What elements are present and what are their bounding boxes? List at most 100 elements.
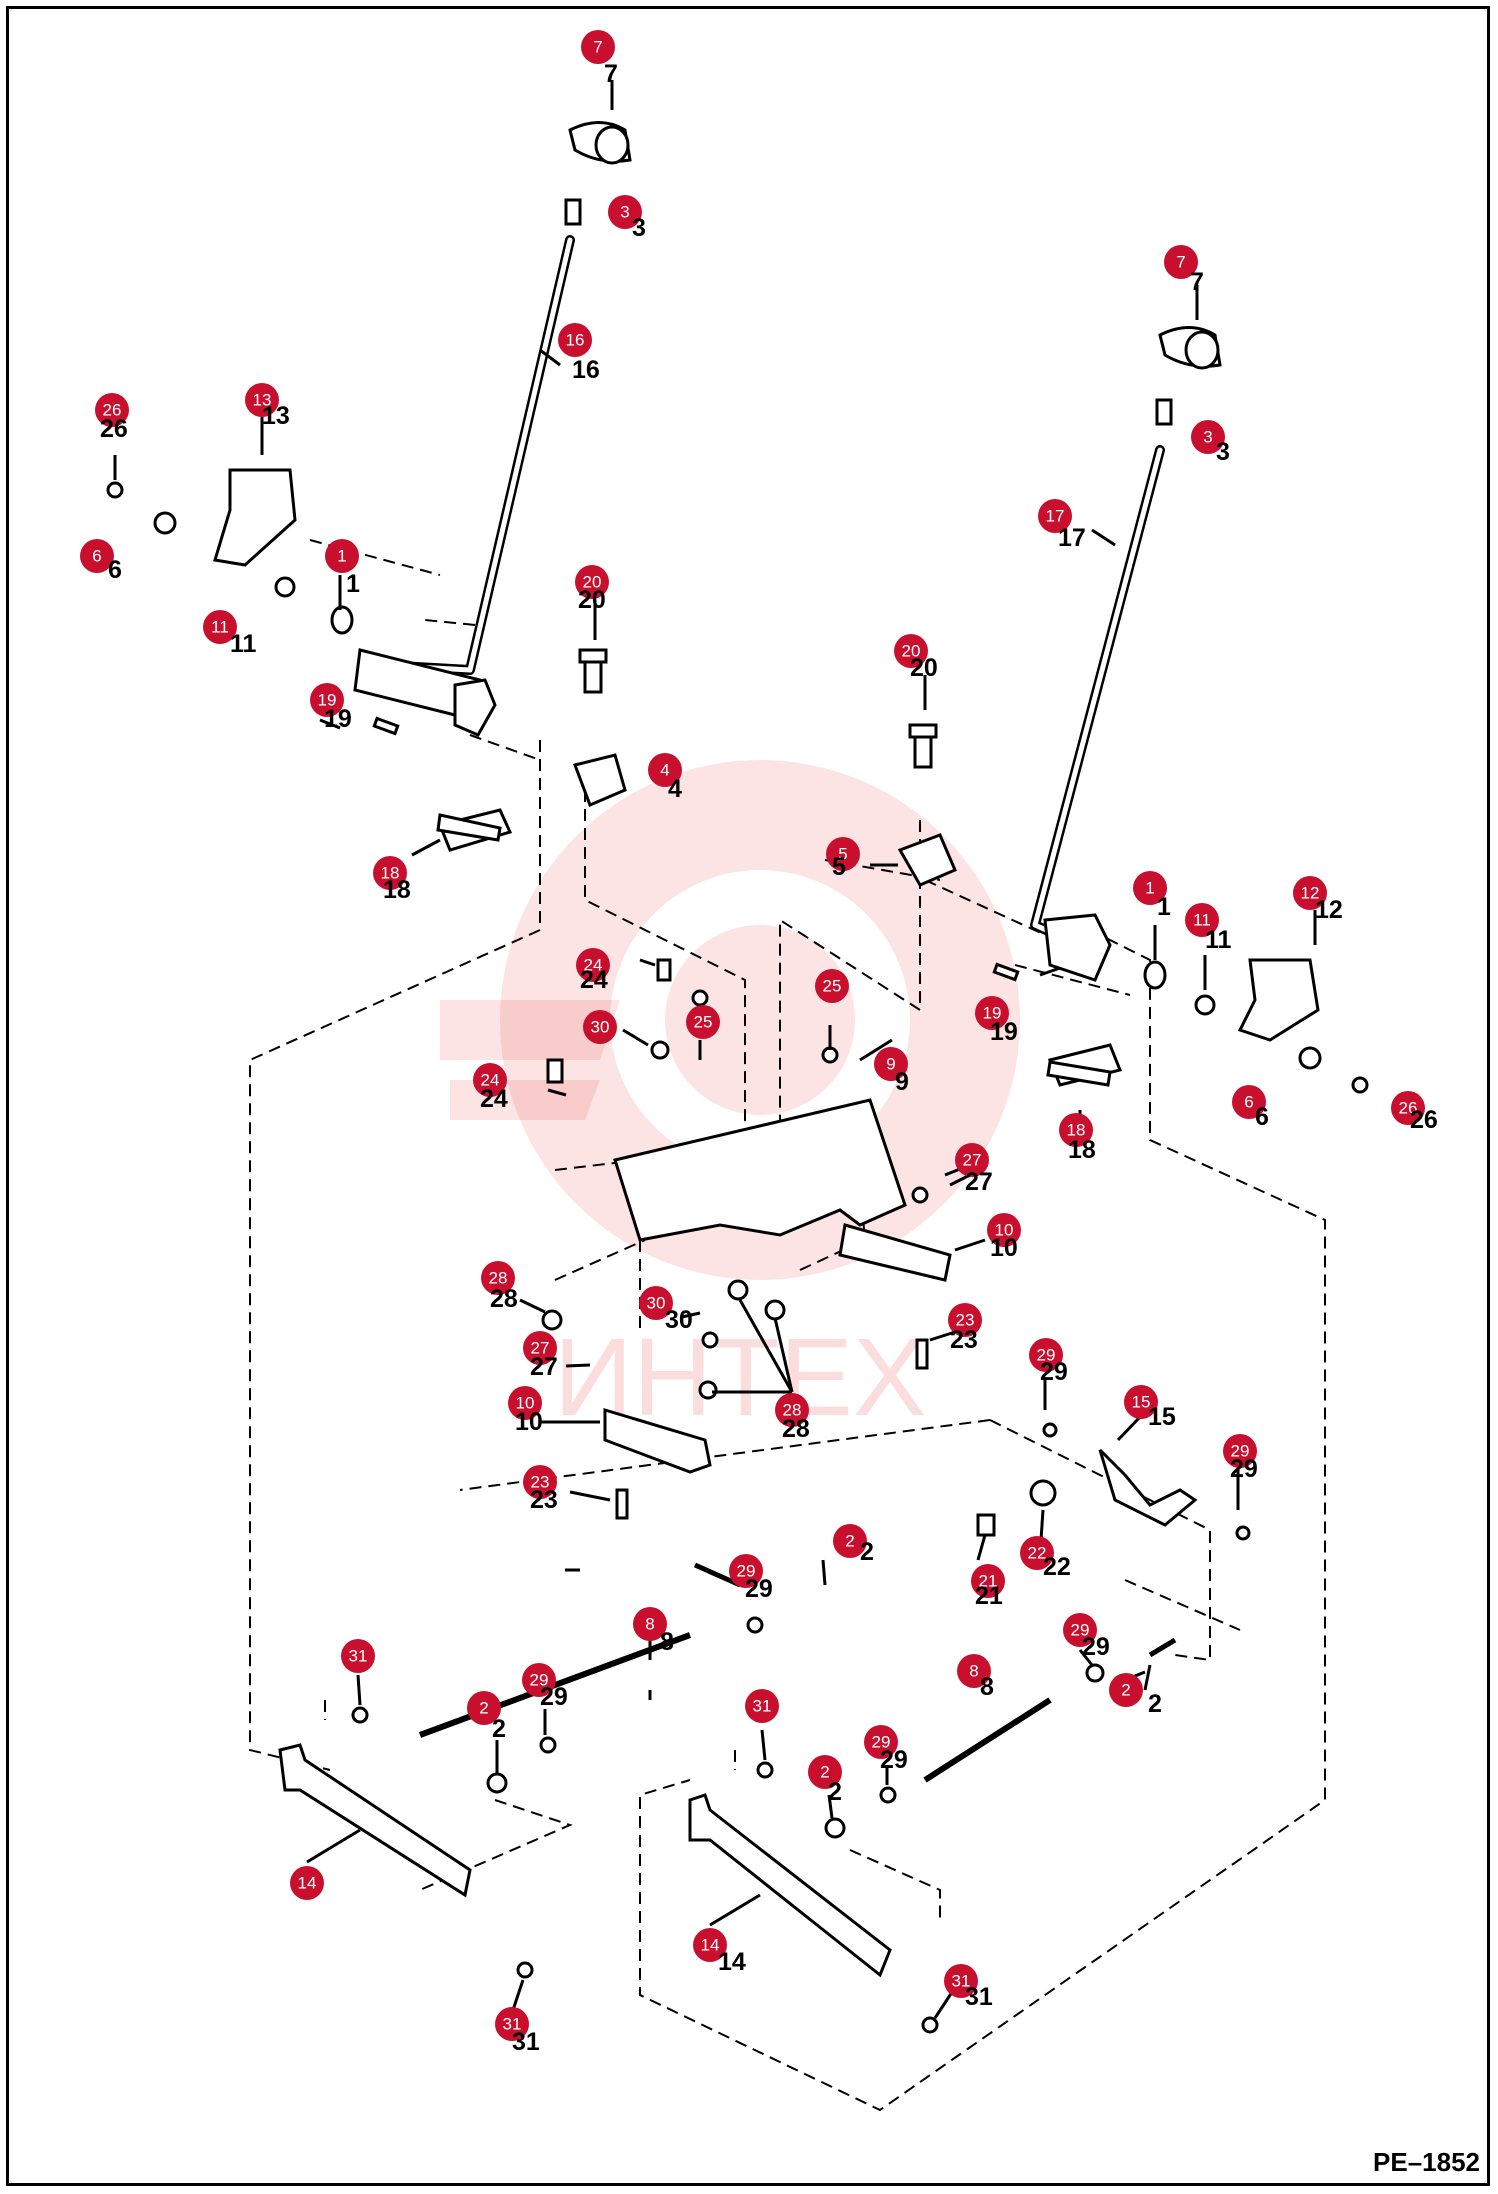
svg-text:20: 20: [902, 642, 921, 661]
svg-text:10: 10: [516, 1394, 535, 1413]
svg-text:18: 18: [383, 876, 411, 904]
svg-text:30: 30: [591, 1018, 610, 1037]
document-code: PE–1852: [1373, 2147, 1480, 2177]
leader-lines: [113, 80, 1317, 2019]
svg-text:5: 5: [832, 853, 846, 881]
svg-text:13: 13: [262, 402, 290, 430]
svg-text:14: 14: [701, 1936, 720, 1955]
svg-text:18: 18: [1067, 1121, 1086, 1140]
svg-text:29: 29: [530, 1671, 549, 1690]
callout-8b: 88: [957, 1654, 994, 1701]
svg-text:2: 2: [479, 1699, 488, 1718]
svg-text:9: 9: [895, 1068, 909, 1096]
svg-text:25: 25: [694, 1013, 713, 1032]
svg-text:2: 2: [1121, 1681, 1130, 1700]
svg-text:27: 27: [965, 1168, 993, 1196]
svg-text:15: 15: [1148, 1403, 1176, 1431]
svg-text:31: 31: [512, 2028, 540, 2056]
svg-text:11: 11: [1205, 926, 1232, 954]
svg-text:1: 1: [346, 570, 360, 598]
callout-9: 99: [874, 1047, 909, 1096]
svg-text:8: 8: [645, 1615, 654, 1634]
svg-text:28: 28: [490, 1285, 518, 1313]
svg-text:12: 12: [1315, 896, 1343, 924]
svg-text:24: 24: [584, 956, 603, 975]
diagram-frame: [6, 6, 1490, 2186]
callout-3: 33: [608, 195, 646, 242]
svg-text:29: 29: [880, 1746, 908, 1774]
svg-text:8: 8: [660, 1628, 674, 1656]
hardware: [106, 468, 1369, 2034]
svg-text:31: 31: [952, 1972, 971, 1991]
svg-text:13: 13: [253, 391, 272, 410]
svg-text:19: 19: [318, 691, 337, 710]
svg-text:24: 24: [580, 966, 608, 994]
svg-text:27: 27: [530, 1353, 558, 1381]
svg-text:26: 26: [1410, 1106, 1438, 1134]
svg-text:9: 9: [886, 1055, 895, 1074]
svg-text:22: 22: [1028, 1544, 1047, 1563]
svg-text:7: 7: [593, 38, 602, 57]
svg-text:15: 15: [1132, 1393, 1151, 1412]
svg-text:29: 29: [1071, 1621, 1090, 1640]
callout-8: 88: [633, 1607, 674, 1656]
svg-text:27: 27: [531, 1339, 550, 1358]
svg-text:19: 19: [990, 1018, 1018, 1046]
callout-2d: 22: [808, 1755, 842, 1806]
callout-6b: 66: [1232, 1085, 1269, 1131]
svg-text:24: 24: [481, 1071, 500, 1090]
svg-text:2: 2: [860, 1538, 874, 1566]
svg-text:29: 29: [737, 1562, 756, 1581]
svg-text:31: 31: [503, 2015, 522, 2034]
svg-text:29: 29: [1230, 1455, 1258, 1483]
svg-text:1: 1: [1157, 893, 1171, 921]
svg-text:12: 12: [1301, 884, 1320, 903]
svg-text:10: 10: [995, 1221, 1014, 1240]
svg-text:31: 31: [965, 1983, 993, 2011]
svg-text:18: 18: [381, 864, 400, 883]
callout-1b: 11: [1133, 871, 1171, 921]
callout-7b: 77: [1164, 245, 1204, 296]
lever-left: [353, 121, 632, 737]
svg-text:10: 10: [515, 1408, 543, 1436]
svg-text:20: 20: [910, 654, 938, 682]
svg-text:19: 19: [983, 1004, 1002, 1023]
svg-text:2: 2: [845, 1532, 854, 1551]
svg-text:29: 29: [1231, 1442, 1250, 1461]
svg-text:22: 22: [1043, 1553, 1071, 1581]
svg-text:6: 6: [1255, 1103, 1269, 1131]
svg-text:3: 3: [620, 203, 629, 222]
svg-text:28: 28: [782, 1415, 810, 1443]
svg-text:4: 4: [668, 775, 682, 803]
svg-text:28: 28: [489, 1269, 508, 1288]
svg-text:23: 23: [530, 1486, 558, 1514]
svg-text:23: 23: [950, 1326, 978, 1354]
svg-text:28: 28: [783, 1401, 802, 1420]
svg-text:2: 2: [820, 1763, 829, 1782]
svg-text:14: 14: [298, 1874, 317, 1893]
callout-5: 55: [826, 837, 860, 881]
svg-text:11: 11: [230, 630, 257, 658]
